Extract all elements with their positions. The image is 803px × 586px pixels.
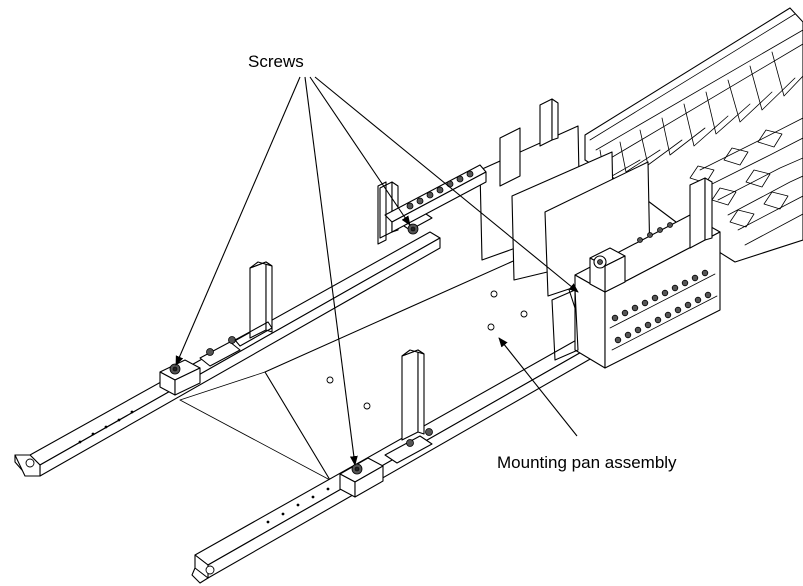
upper-terminal-bar (377, 164, 487, 245)
screws-callout: Screws (175, 52, 579, 466)
lower-rail (191, 337, 593, 584)
upper-rail (14, 181, 441, 477)
terminal-block (551, 177, 721, 369)
screws-leader-1 (175, 76, 301, 366)
screws-leader-2 (304, 76, 358, 466)
barrier-plates (479, 98, 651, 297)
mounting-pan-leader (498, 337, 578, 437)
screws-label: Screws (248, 52, 304, 71)
mounting-pan-callout: Mounting pan assembly (497, 337, 677, 472)
mounting-pan-label: Mounting pan assembly (497, 453, 677, 472)
screws-leader-4 (314, 76, 579, 293)
screws-leader-3 (309, 76, 411, 226)
